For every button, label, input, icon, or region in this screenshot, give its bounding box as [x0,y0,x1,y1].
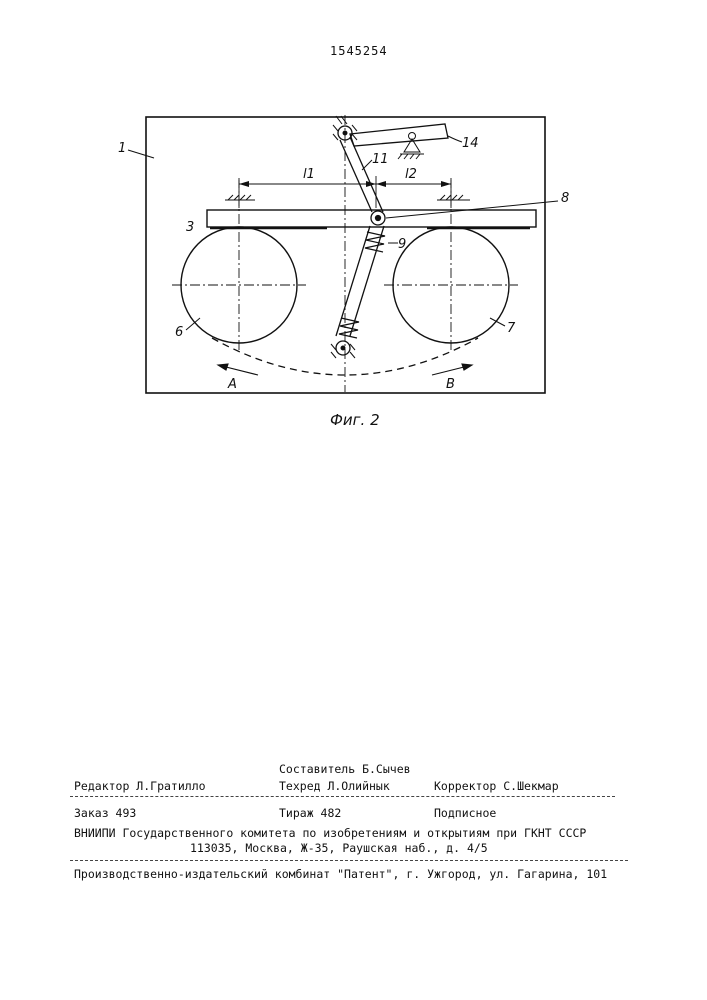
label-spring: 9 [398,237,406,252]
corrector: Корректор С.Шекмар [434,779,559,793]
rule-2 [70,860,628,861]
label-roller-left: 6 [175,325,183,340]
label-lever: 14 [462,136,479,151]
rule-1 [70,796,615,797]
tech-editor: Техред Л.Олийнык [279,779,390,793]
lever-support [398,133,424,160]
arrow-a [218,364,258,375]
technical-drawing: 1 3 6 7 A B [0,0,707,440]
bottom-pivot [331,341,355,358]
circulation: Тираж 482 [279,806,341,820]
frame-leader [128,150,154,158]
label-joint: 8 [561,191,569,206]
support-right [437,195,470,200]
label-frame: 1 [118,141,126,156]
institution-line-2: 113035, Москва, Ж-35, Раушская наб., д. … [190,841,488,855]
spring-lower [339,318,359,338]
label-rod: 11 [372,152,389,167]
institution-line-1: ВНИИПИ Государственного комитета по изоб… [74,826,586,840]
lever [350,124,448,146]
subscription: Подписное [434,806,496,820]
spring-upper [365,232,385,252]
upper-rod [340,137,383,212]
support-left [225,195,255,200]
joint-8 [371,211,385,225]
label-arrow-a: A [227,377,237,392]
figure-caption: Фиг. 2 [330,411,380,429]
order: Заказ 493 [74,806,136,820]
label-roller-right: 7 [507,321,516,336]
composer: Составитель Б.Сычев [279,762,411,776]
editor: Редактор Л.Гратилло [74,779,206,793]
label-beam: 3 [186,220,194,235]
label-dim-right: l2 [405,167,417,182]
label-dim-left: l1 [303,167,315,182]
arrow-b [432,364,472,375]
label-arrow-b: B [446,377,455,392]
frame-border [146,117,545,393]
publisher: Производственно-издательский комбинат "П… [74,867,607,881]
